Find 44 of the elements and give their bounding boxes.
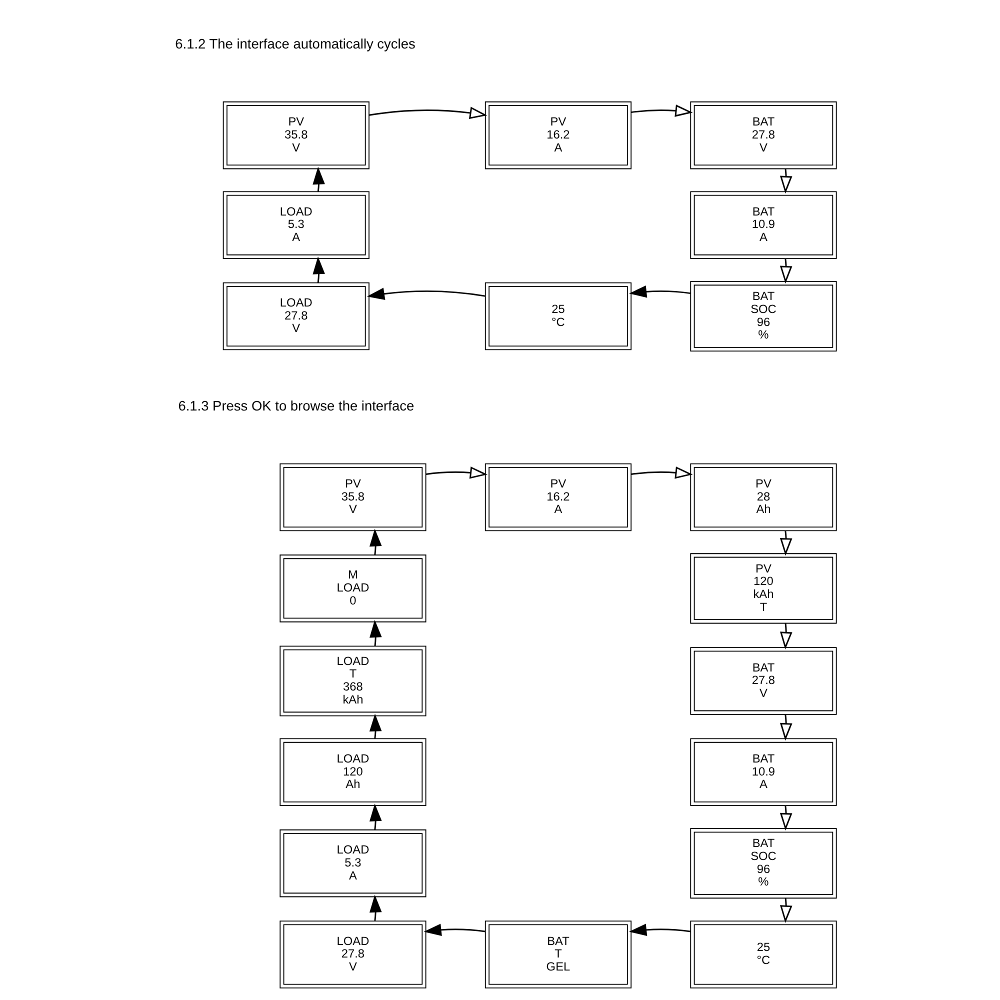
node-box: LOAD 5.3 A bbox=[279, 829, 426, 898]
node-box: PV 28 Ah bbox=[690, 463, 836, 532]
node-box: BAT 27.8 V bbox=[690, 101, 836, 170]
node-box: PV 16.2 A bbox=[484, 463, 632, 532]
arrow bbox=[780, 898, 792, 924]
node-box: LOAD T 368 kAh bbox=[279, 646, 426, 716]
arrow bbox=[368, 106, 487, 119]
label: 6.1.2 The interface automatically cycles bbox=[174, 36, 415, 52]
node-box: BAT 10.9 A bbox=[690, 191, 836, 259]
node-box: LOAD 27.8 V bbox=[279, 920, 426, 988]
node-box: BAT 27.8 V bbox=[690, 647, 836, 715]
node-box: 25 °C bbox=[690, 920, 836, 988]
arrow bbox=[423, 924, 485, 936]
node-box: PV 35.8 V bbox=[279, 463, 426, 532]
node-box: BAT 10.9 A bbox=[690, 738, 836, 806]
arrow bbox=[779, 168, 792, 194]
arrow bbox=[628, 286, 690, 298]
arrow bbox=[425, 466, 488, 479]
arrow bbox=[312, 256, 324, 283]
node-box: LOAD 120 Ah bbox=[279, 738, 426, 806]
arrow bbox=[366, 288, 485, 300]
node-box: PV 120 kAh T bbox=[690, 553, 836, 624]
node-box: 25 °C bbox=[484, 282, 632, 350]
arrow bbox=[630, 466, 692, 479]
node-box: PV 35.8 V bbox=[222, 101, 369, 170]
arrow bbox=[780, 623, 792, 650]
node-box: BAT SOC 96 % bbox=[690, 828, 836, 899]
arrow bbox=[779, 258, 792, 284]
arrow bbox=[630, 104, 692, 117]
node-box: PV 16.2 A bbox=[484, 101, 632, 170]
arrow bbox=[368, 528, 382, 555]
label: 6.1.3 Press OK to browse the interface bbox=[178, 398, 414, 414]
arrow bbox=[312, 166, 324, 192]
node-box: LOAD 5.3 A bbox=[222, 191, 369, 259]
arrow bbox=[368, 804, 382, 830]
arrow bbox=[779, 806, 792, 831]
arrow bbox=[628, 924, 690, 936]
node-box: M LOAD 0 bbox=[279, 554, 426, 622]
node-box: LOAD 27.8 V bbox=[222, 282, 369, 350]
arrow bbox=[369, 620, 382, 646]
node-box: BAT T GEL bbox=[484, 920, 632, 988]
arrow bbox=[368, 894, 382, 921]
arrow bbox=[779, 714, 792, 741]
node-box: BAT SOC 96 % bbox=[690, 281, 836, 352]
